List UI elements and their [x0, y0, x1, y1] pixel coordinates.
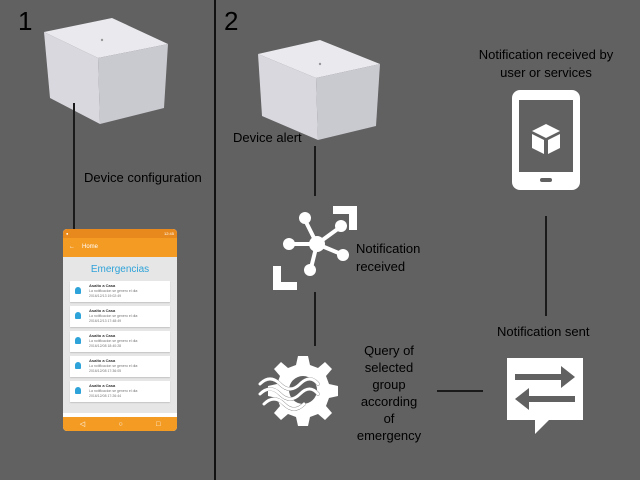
- bell-icon: [75, 362, 81, 369]
- notification-date: 2016/12/08 17:26:44: [89, 393, 122, 398]
- notification-title: Asalto a Casa: [89, 283, 116, 288]
- notification-received-line-1: Notification: [356, 241, 421, 256]
- notification-received-label: Notification received: [356, 240, 420, 276]
- notification-line: La notificacion se genero el dia:: [89, 364, 139, 368]
- alert-connector-line: [314, 146, 316, 196]
- app-bar-title: Home: [82, 244, 99, 250]
- transfer-arrows-icon: [503, 354, 587, 443]
- bell-icon: [75, 387, 81, 394]
- query-line-4: according: [360, 394, 418, 409]
- config-connector-line: [73, 103, 75, 229]
- status-time: 12:45: [163, 231, 174, 236]
- sent-connector-line: [545, 216, 547, 316]
- back-arrow-icon[interactable]: ←: [69, 244, 75, 250]
- notification-subtitle: La notificacion se genero el dia:2016/12…: [89, 389, 169, 398]
- notification-received-line-2: received: [356, 259, 406, 274]
- app-heading: Emergencias: [90, 264, 150, 275]
- smartphone-icon: [512, 90, 580, 195]
- notification-date: 2016/12/08 18:40:28: [89, 343, 122, 348]
- status-bar: ●12:45: [63, 229, 177, 238]
- nav-back-icon[interactable]: ◁: [79, 421, 86, 428]
- query-line-1: Query of: [364, 343, 414, 358]
- notification-received-by-label: Notification received by user or service…: [470, 46, 622, 82]
- notification-title: Asalto a Casa: [89, 308, 116, 313]
- notification-subtitle: La notificacion se genero el dia:2016/12…: [89, 289, 169, 298]
- notification-date: 2016/12/08 17:36:05: [89, 368, 122, 373]
- bell-icon: [75, 312, 81, 319]
- notification-date: 2016/12/13 19:02:49: [89, 293, 122, 298]
- panel-number-1: 1: [18, 6, 33, 36]
- hub-connector-line: [314, 292, 316, 346]
- panel-number-2: 2: [224, 6, 239, 36]
- notification-title: Asalto a Casa: [89, 358, 116, 363]
- nav-home-icon[interactable]: ○: [118, 420, 123, 428]
- gear-wave-icon: [258, 354, 342, 431]
- device-alert-label: Device alert: [233, 130, 302, 145]
- query-line-6: emergency: [356, 428, 422, 443]
- received-by-line-2: user or services: [500, 65, 592, 80]
- notification-line: La notificacion se genero el dia:: [89, 314, 139, 318]
- panel-divider: [214, 0, 216, 480]
- notification-date: 2016/12/13 17:48:49: [89, 318, 122, 323]
- query-line-5: of: [383, 411, 395, 426]
- query-label: Query of selected group according of eme…: [352, 342, 426, 444]
- bell-icon: [75, 287, 81, 294]
- notification-subtitle: La notificacion se genero el dia:2016/12…: [89, 364, 169, 373]
- query-line-3: group: [372, 377, 406, 392]
- notification-subtitle: La notificacion se genero el dia:2016/12…: [89, 314, 169, 323]
- notification-line: La notificacion se genero el dia:: [89, 389, 139, 393]
- nav-bar: ◁ ○ □: [63, 417, 177, 431]
- network-hub-icon: [271, 204, 359, 297]
- device-image: [40, 18, 180, 136]
- bell-icon: [75, 337, 81, 344]
- notification-title: Asalto a Casa: [89, 333, 116, 338]
- notification-line: La notificacion se genero el dia:: [89, 289, 139, 293]
- received-by-line-1: Notification received by: [478, 47, 614, 62]
- app-bar: ← Home: [63, 238, 177, 257]
- notification-title: Asalto a Casa: [89, 383, 116, 388]
- notification-line: La notificacion se genero el dia:: [89, 339, 139, 343]
- notification-subtitle: La notificacion se genero el dia:2016/12…: [89, 339, 169, 348]
- query-connector-line: [437, 390, 483, 392]
- notification-sent-label: Notification sent: [497, 324, 590, 339]
- nav-recent-icon[interactable]: □: [156, 420, 161, 428]
- device-image-alert: [254, 40, 384, 152]
- query-line-2: selected: [364, 360, 414, 375]
- device-configuration-label: Device configuration: [84, 170, 202, 185]
